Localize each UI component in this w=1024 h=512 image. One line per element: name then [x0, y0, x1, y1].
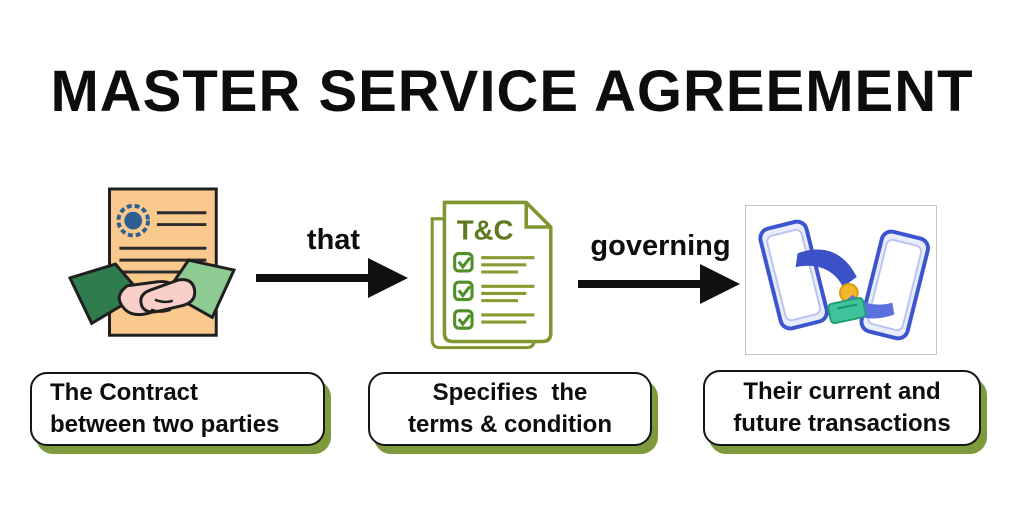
phones-transaction-icon — [745, 205, 937, 355]
caption-terms: Specifies the terms & condition — [368, 372, 652, 446]
terms-document-svg: T&C — [430, 200, 553, 350]
page-title: MASTER SERVICE AGREEMENT — [50, 59, 974, 124]
caption-contract: The Contract between two parties — [30, 372, 325, 446]
connector1-label: that — [306, 224, 361, 256]
contract-handshake-svg — [67, 187, 237, 337]
caption-line: The Contract — [50, 379, 199, 406]
caption-line: Specifies the — [432, 379, 588, 406]
caption-line: Their current and — [743, 378, 941, 405]
caption-line: future transactions — [733, 410, 951, 437]
arrow-right-icon — [578, 262, 743, 311]
contract-handshake-icon — [67, 183, 237, 361]
terms-and-conditions-icon: T&C — [424, 196, 562, 350]
caption-line: between two parties — [50, 411, 280, 438]
caption-line: terms & condition — [407, 411, 612, 438]
arrow-right-icon — [256, 256, 411, 305]
caption-transactions: Their current and future transactions — [703, 370, 981, 446]
phones-transaction-svg — [758, 219, 930, 341]
tc-badge-text: T&C — [457, 214, 514, 245]
connector2-label: governing — [590, 230, 731, 262]
